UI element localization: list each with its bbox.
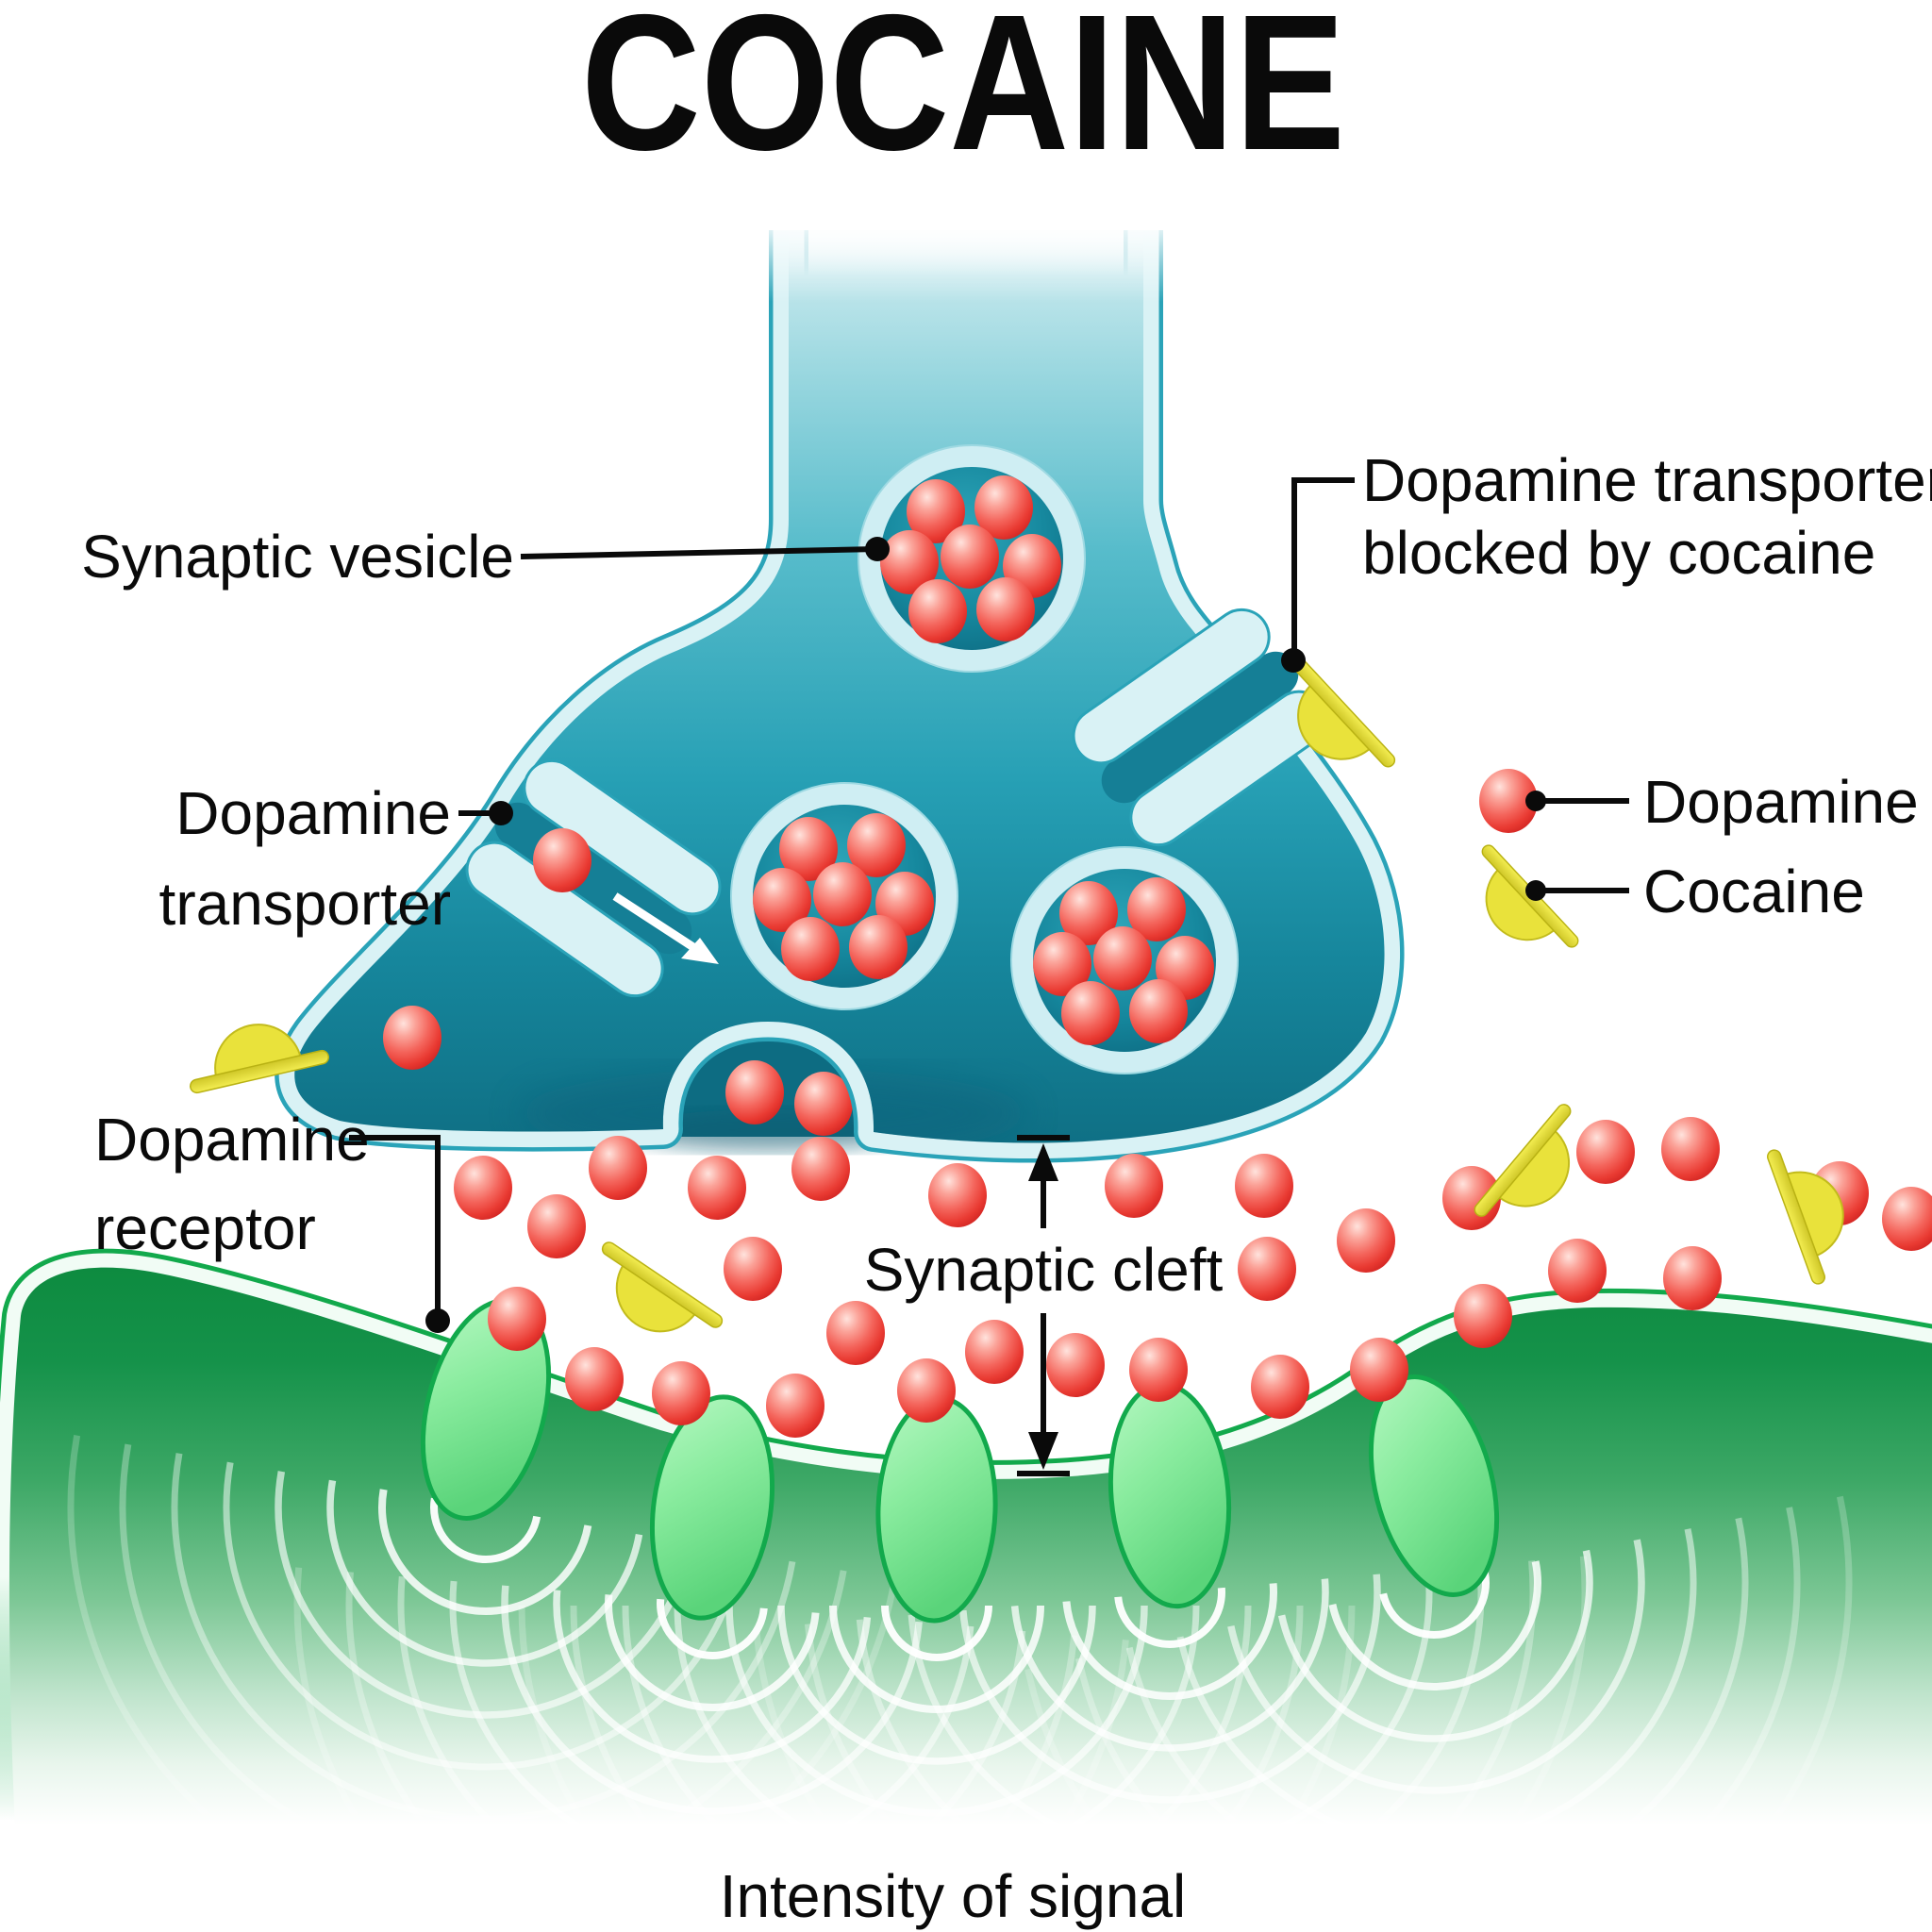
leader-dot-dopamine-receptor (425, 1308, 450, 1333)
legend-cocaine-icon (1450, 841, 1582, 977)
dopamine-transporter-left (453, 747, 734, 1009)
synaptic-vesicle (731, 783, 958, 1009)
dopamine-molecule (652, 1361, 710, 1425)
label-dopamine-transporter-line2: transporter (159, 870, 451, 938)
dopamine-molecule (1882, 1187, 1932, 1251)
label-synaptic-vesicle: Synaptic vesicle (81, 523, 514, 591)
reuptake-arrowhead (681, 938, 719, 964)
dopamine-molecule (791, 1137, 850, 1201)
label-dopamine-receptor-line1: Dopamine (94, 1106, 370, 1174)
label-transporter-blocked-line1: Dopamine transporter (1362, 446, 1932, 514)
dopamine-molecule (724, 1237, 782, 1301)
cocaine-molecule (575, 1239, 726, 1365)
leader-line-synaptic-vesicle (520, 546, 878, 559)
legend: Dopamine Cocaine (1450, 768, 1919, 977)
presynaptic-terminal (294, 217, 1384, 1158)
dopamine-molecule (1105, 1154, 1163, 1218)
dopamine-molecule (1235, 1154, 1293, 1218)
leader-line-dopamine-receptor (349, 1135, 441, 1319)
leader-dot-transporter-blocked (1281, 648, 1306, 673)
dopamine-molecule (1337, 1208, 1395, 1273)
dopamine-molecule (589, 1136, 647, 1200)
cleft-arrowhead-down (1028, 1432, 1058, 1470)
leader-dot-synaptic-vesicle (865, 537, 890, 561)
dopamine-molecule (766, 1374, 824, 1438)
synaptic-vesicle (858, 445, 1085, 672)
axon-fade (745, 217, 1189, 302)
dopamine-molecule (1454, 1284, 1512, 1348)
dopamine-molecule (897, 1358, 956, 1423)
dopamine-molecule (565, 1347, 624, 1411)
legend-label-cocaine: Cocaine (1643, 858, 1865, 925)
label-signal-intensity: Intensity of signal (720, 1862, 1187, 1930)
dopamine-molecule (1350, 1338, 1408, 1402)
reuptake-arrow (612, 892, 699, 953)
dopamine-molecule (1548, 1239, 1607, 1303)
leader-dot-dopamine-transporter (489, 801, 513, 825)
cleft-arrowhead-up (1028, 1143, 1058, 1181)
dopamine-molecule (1663, 1246, 1722, 1310)
dopamine-molecule (1251, 1355, 1309, 1419)
diagram-title: COCAINE (581, 0, 1345, 191)
label-dopamine-receptor-line2: receptor (94, 1194, 316, 1262)
dopamine-molecule (1661, 1117, 1720, 1181)
dopamine-molecule (1046, 1333, 1105, 1397)
leader-line-transporter-blocked (1291, 477, 1355, 660)
label-synaptic-cleft: Synaptic cleft (864, 1236, 1224, 1304)
synaptic-cleft-arrow (1017, 1135, 1070, 1476)
dopamine-molecule (1576, 1120, 1635, 1184)
dopamine-receptor (649, 1394, 775, 1621)
synaptic-vesicle (1011, 847, 1238, 1074)
annotations: COCAINE Synaptic vesicle Dopamine transp… (81, 0, 1932, 1930)
dopamine-molecule (454, 1156, 512, 1220)
legend-label-dopamine: Dopamine (1643, 768, 1919, 836)
dopamine-molecule (1238, 1237, 1296, 1301)
dopamine-molecule (688, 1156, 746, 1220)
dopamine-molecule (826, 1301, 885, 1365)
label-transporter-blocked-line2: blocked by cocaine (1362, 519, 1875, 587)
dopamine-molecule (965, 1320, 1024, 1384)
dopamine-molecule (383, 1006, 441, 1070)
dopamine-molecule (488, 1287, 546, 1351)
dopamine-molecule (725, 1060, 784, 1124)
dopamine-molecule (533, 828, 591, 892)
dopamine-molecule (527, 1194, 586, 1258)
postsynaptic-neuron (5, 1268, 1932, 1932)
dopamine-molecule (928, 1163, 987, 1227)
dopamine-molecule (1129, 1338, 1188, 1402)
label-dopamine-transporter-line1: Dopamine (175, 779, 451, 847)
dopamine-receptors (420, 1298, 1500, 1624)
